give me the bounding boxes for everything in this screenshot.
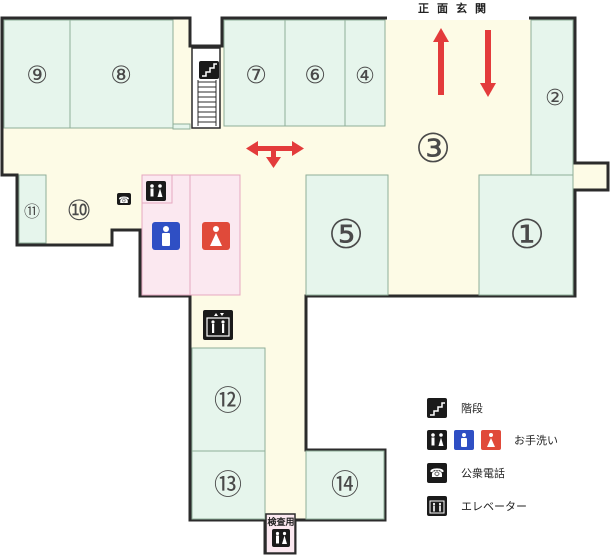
- phone-icon: ☎: [117, 193, 131, 206]
- entrance-out-arrow-icon: [480, 30, 496, 97]
- legend-elevator-label: エレベーター: [461, 500, 527, 513]
- legend-elevator-icon: [427, 496, 447, 516]
- room-label-4: ④: [355, 64, 375, 89]
- room-1[interactable]: [478, 174, 574, 296]
- room-label-7: ⑦: [245, 61, 267, 89]
- female-restroom-icon: [202, 222, 230, 250]
- room-label-14: ⑭: [331, 468, 359, 501]
- svg-text:☎: ☎: [430, 466, 445, 480]
- room-6[interactable]: [284, 19, 346, 127]
- room-label-1: ①: [509, 212, 545, 258]
- room-label-9: ⑨: [26, 61, 48, 89]
- room-label-13: ⑬: [214, 468, 242, 501]
- room-5[interactable]: [305, 174, 389, 296]
- legend-accessible-icon: [427, 430, 447, 450]
- stair-steps: [197, 80, 217, 126]
- svg-text:☎: ☎: [118, 196, 129, 206]
- inspection-toilet-label: 検査用: [267, 516, 294, 528]
- room-label-12: ⑫: [214, 384, 242, 417]
- legend-restroom-label: お手洗い: [514, 433, 558, 447]
- room-14[interactable]: [305, 450, 385, 520]
- stairs-icon: [199, 61, 219, 79]
- legend-phone-icon: ☎: [427, 463, 447, 483]
- entrance-label: 正面玄関: [418, 1, 494, 15]
- room-4[interactable]: [344, 19, 386, 127]
- room-label-6: ⑥: [304, 61, 326, 89]
- room-8-ext: [172, 123, 191, 130]
- room-label-5: ⑤: [328, 212, 364, 258]
- legend-female-icon: [481, 430, 501, 450]
- inspection-restroom-icon: [272, 529, 290, 547]
- room-13[interactable]: [191, 450, 266, 520]
- legend-male-icon: [454, 430, 474, 450]
- corridor-direction-arrow-icon: [246, 141, 304, 168]
- room-label-11: ⑪: [24, 202, 40, 221]
- entrance-in-arrow-icon: [433, 28, 449, 95]
- room-7[interactable]: [223, 19, 286, 127]
- legend-phone-label: 公衆電話: [461, 466, 505, 480]
- room-11[interactable]: [18, 174, 47, 244]
- room-9[interactable]: [3, 19, 71, 129]
- room-8[interactable]: [69, 19, 174, 129]
- room-label-2: ②: [545, 86, 565, 111]
- elevator-icon: [203, 310, 233, 340]
- room-label-3: ③: [415, 126, 451, 172]
- room-label-10: ⑩: [66, 194, 91, 227]
- legend-stairs-label: 階段: [461, 401, 483, 415]
- room-12[interactable]: [191, 347, 266, 452]
- legend: 階段 お手洗い ☎ 公衆電話: [427, 398, 558, 516]
- room-label-8: ⑧: [110, 61, 132, 89]
- entrance-gap: [387, 10, 529, 20]
- male-restroom-icon: [152, 222, 180, 250]
- legend-stairs-icon: [427, 398, 447, 418]
- accessible-restroom-icon: [146, 181, 166, 201]
